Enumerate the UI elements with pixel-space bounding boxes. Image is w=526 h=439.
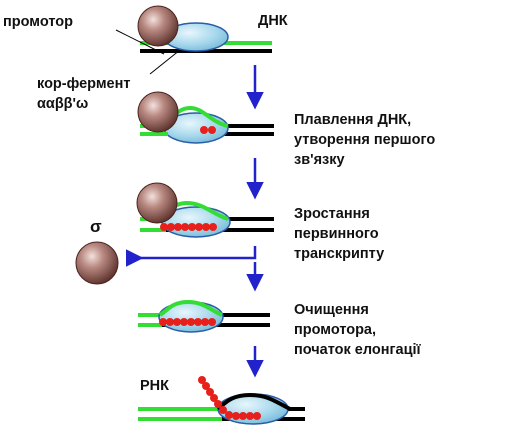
core-enzyme-pointer <box>149 49 181 75</box>
sigma-factor <box>137 5 179 47</box>
rna-primary-transcript <box>159 318 216 326</box>
sigma-release-arrow <box>126 246 257 267</box>
released-sigma-factor <box>75 241 119 285</box>
rna-transcript-exiting <box>198 376 261 420</box>
rna-primary-transcript <box>160 223 217 231</box>
rna-nucleotide <box>200 126 208 134</box>
dna-label: ДНК <box>258 13 288 29</box>
promoter-pointer <box>115 29 165 55</box>
sigma-factor <box>136 182 178 224</box>
step-2-text-line1: Зростання <box>294 206 370 222</box>
stage-1-closed-complex: промотор ДНК кор-фермент ααββ'ω <box>3 5 288 112</box>
step-2-text-line2: первинного <box>294 226 379 242</box>
step-1-text-line3: зв'язку <box>294 152 345 168</box>
rna-label: РНК <box>140 378 169 394</box>
step-3-text-line2: промотора, <box>294 322 376 338</box>
step-2-text-line3: транскрипту <box>294 246 384 262</box>
step-1-text-line1: Плавлення ДНК, <box>294 112 411 128</box>
dna-coding-strand-bubble <box>158 299 223 317</box>
stage-2-open-complex: Плавлення ДНК, утворення першого зв'язку <box>137 91 435 168</box>
stage-4-promoter-clearance: Очищення промотора, початок елонгації <box>138 299 422 358</box>
sigma-label: σ <box>90 217 102 236</box>
sigma-factor <box>137 91 179 133</box>
step-3-text-line3: початок елонгації <box>294 342 422 358</box>
stage-5-elongation: РНК <box>138 376 305 425</box>
rna-nucleotide <box>208 126 216 134</box>
stage-3-abortive-initiation: Зростання первинного транскрипту <box>136 182 384 262</box>
promoter-label: промотор <box>3 14 73 30</box>
dna-coding-strand-bubble <box>216 392 291 411</box>
step-1-text-line2: утворення першого <box>294 132 435 148</box>
step-3-text-line1: Очищення <box>294 302 369 318</box>
core-enzyme-label: кор-фермент <box>37 76 131 92</box>
core-enzyme-subunits-label: ααββ'ω <box>37 96 88 112</box>
